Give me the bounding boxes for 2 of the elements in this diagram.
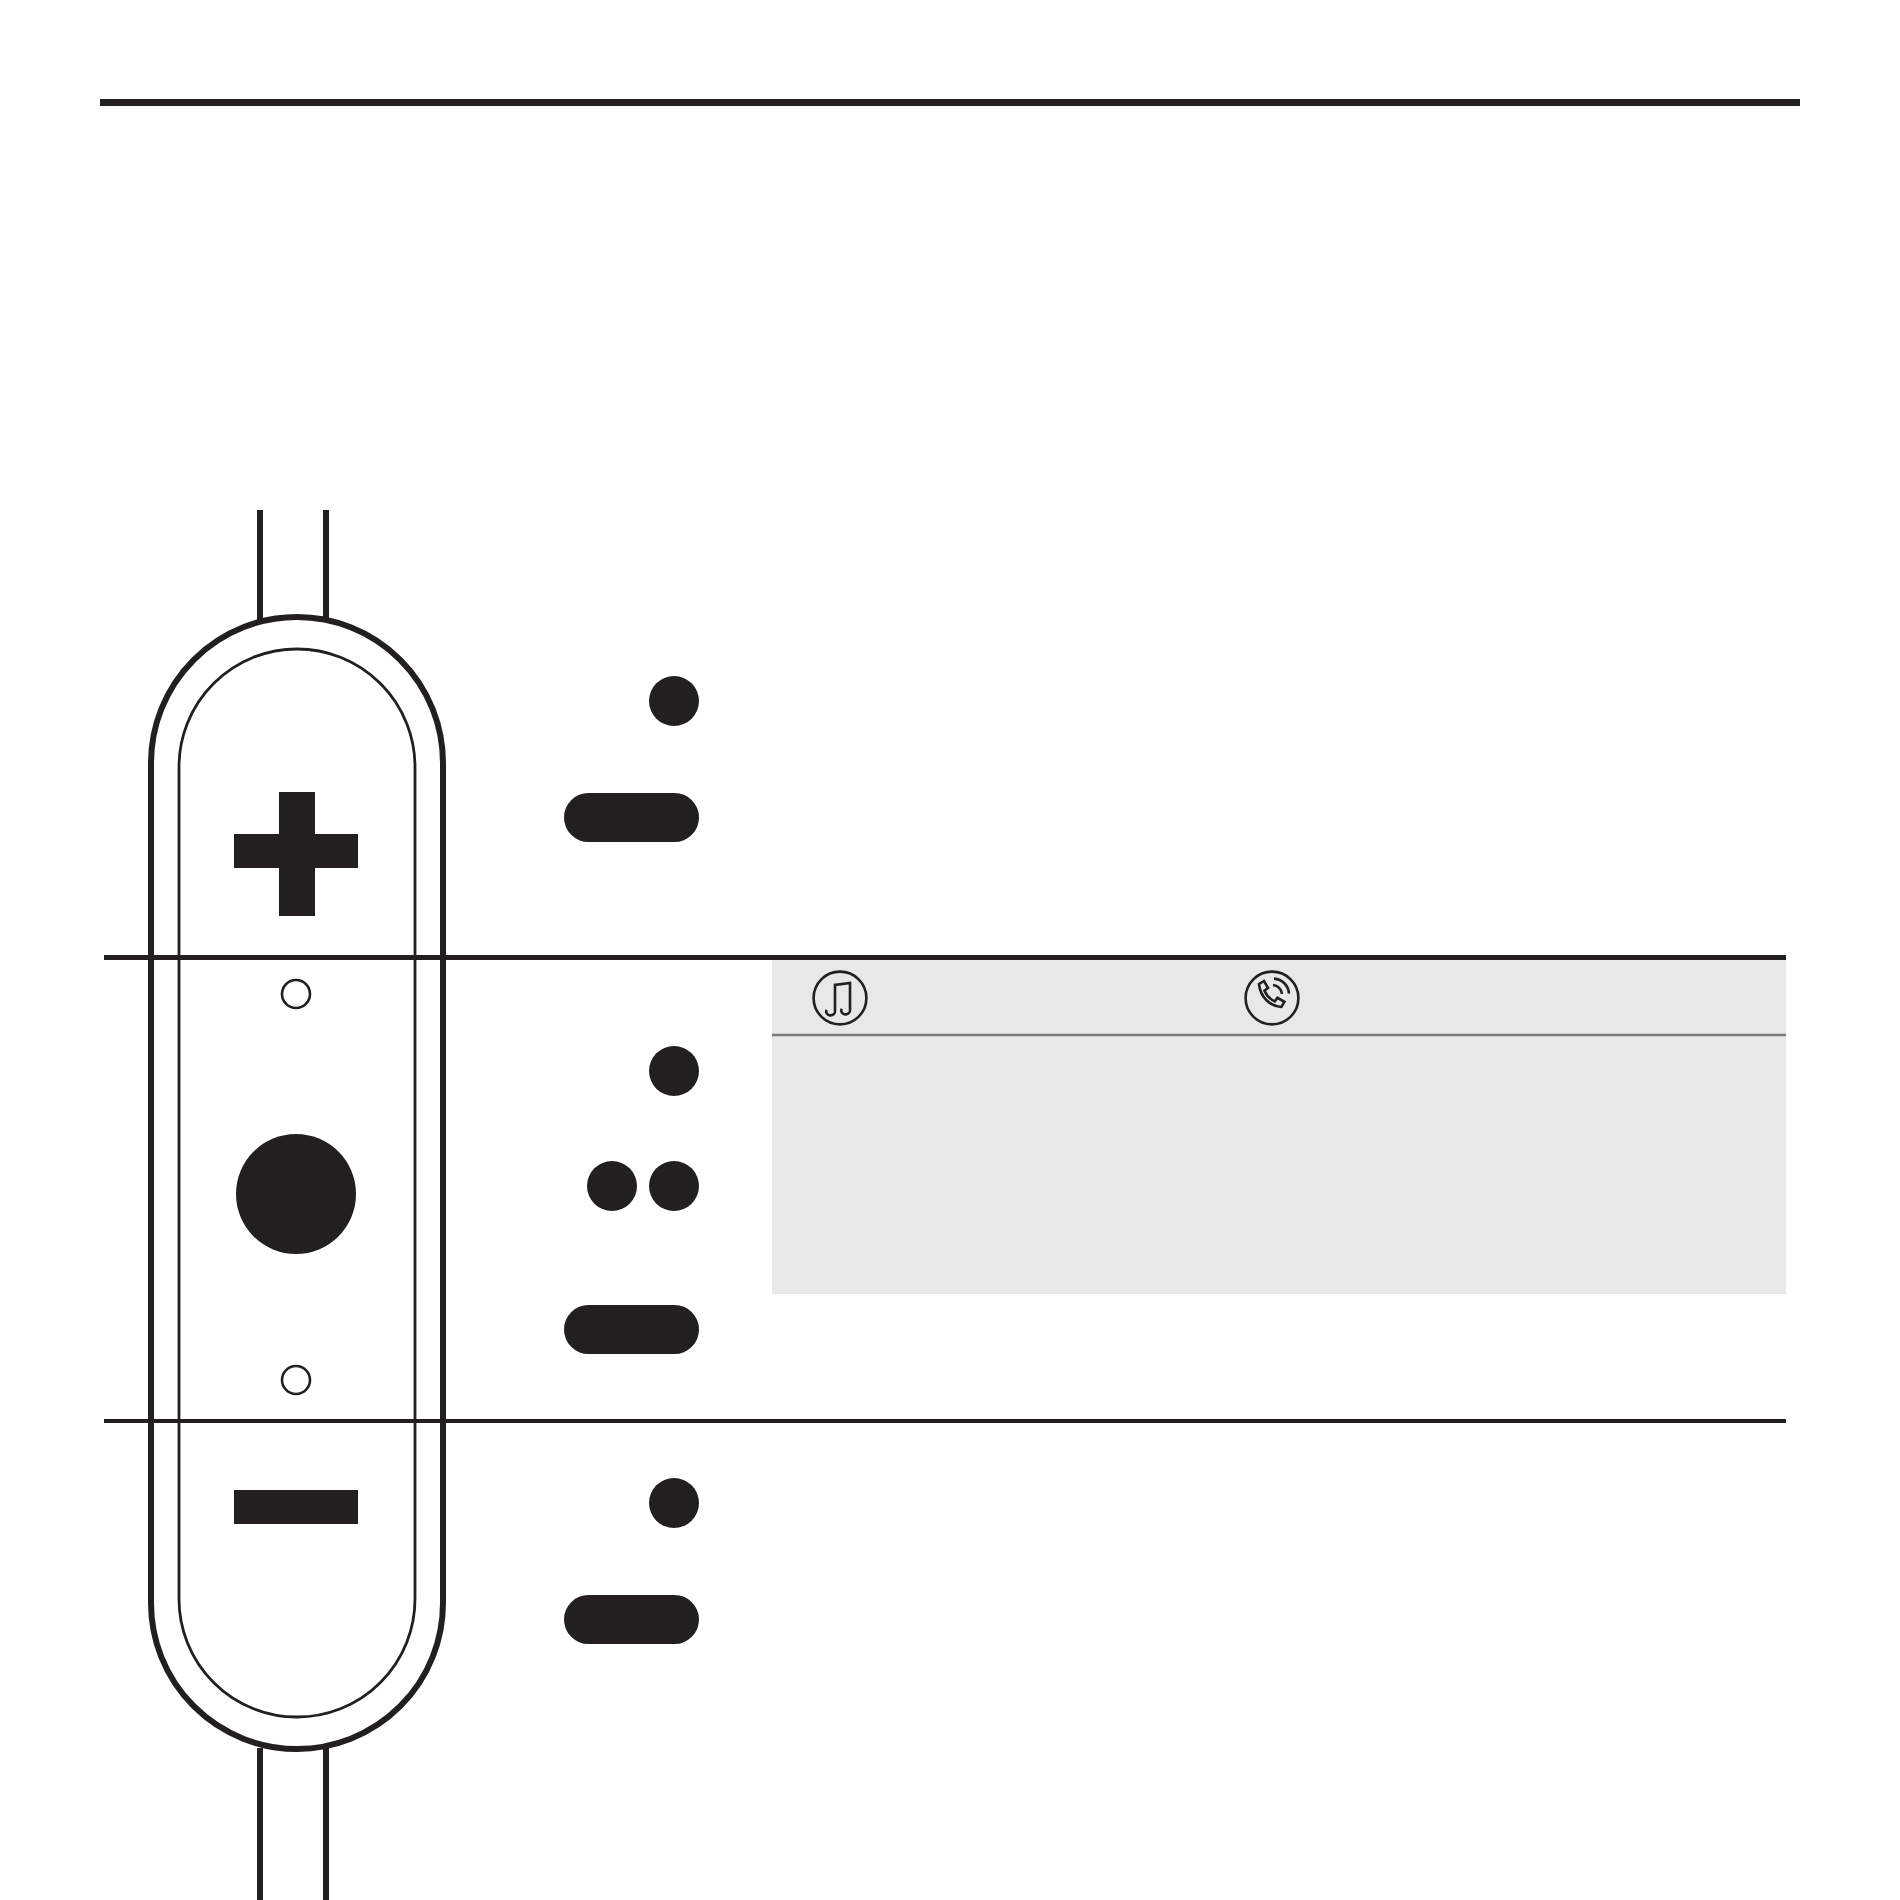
- table-panel: [772, 960, 1786, 1294]
- inline-remote-illustration: [148, 510, 446, 1900]
